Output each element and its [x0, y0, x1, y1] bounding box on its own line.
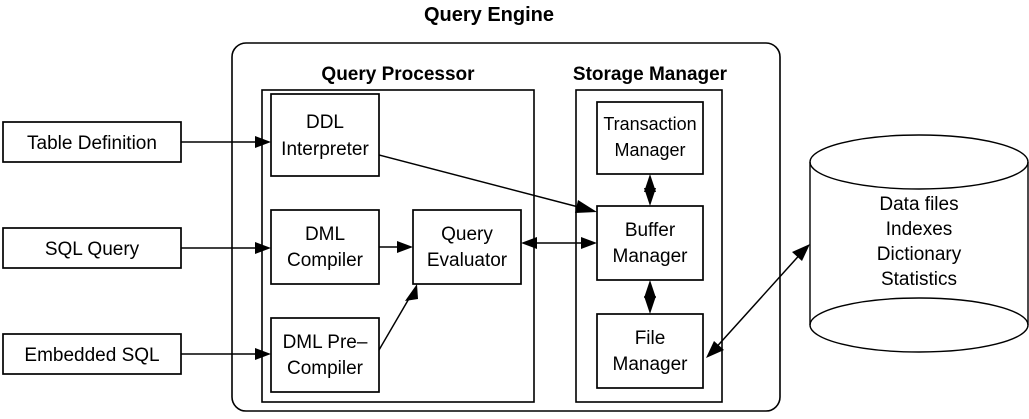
connector-table-definition-to-ddl: [181, 136, 271, 148]
node-label-file-manager-line1: File: [635, 328, 666, 349]
diagram-title: Query Engine: [424, 4, 554, 26]
section-header-query-processor: Query Processor: [321, 64, 475, 85]
section-header-storage-manager: Storage Manager: [573, 64, 728, 85]
node-label-ddl-interpreter-line1: DDL: [306, 112, 344, 133]
connector-sql-query-to-dml-compiler: [181, 242, 271, 254]
node-ddl-interpreter[interactable]: [270, 93, 380, 177]
input-box-embedded-sql[interactable]: [2, 333, 182, 375]
connector-transaction-manager-buffer-manager: [644, 174, 656, 206]
query-engine-container: [231, 42, 781, 412]
node-label-dml-pre-compiler-line1: DML Pre–: [283, 332, 368, 353]
node-label-file-manager-line2: Manager: [613, 354, 689, 375]
storage-line-2: Indexes: [886, 219, 953, 240]
node-label-transaction-manager-line2: Manager: [614, 140, 685, 160]
node-buffer-manager[interactable]: [596, 205, 704, 281]
node-label-dml-pre-compiler-line2: Compiler: [287, 358, 364, 379]
node-label-dml-compiler-line2: Compiler: [287, 250, 364, 271]
connector-dml-pre-compiler-to-query-evaluator: [378, 284, 418, 351]
node-label-buffer-manager-line1: Buffer: [625, 220, 676, 241]
node-dml-pre-compiler[interactable]: [270, 317, 380, 393]
storage-line-4: Statistics: [881, 269, 957, 290]
node-dml-compiler[interactable]: [270, 209, 380, 285]
storage-cylinder-top: [809, 134, 1029, 190]
connector-ddl-to-buffer-manager: [378, 154, 597, 213]
connector-embedded-sql-to-dml-pre-compiler: [181, 348, 271, 360]
connector-dml-compiler-to-query-evaluator: [379, 241, 413, 253]
connector-buffer-manager-file-manager: [644, 280, 656, 314]
input-label-sql-query: SQL Query: [45, 239, 140, 260]
storage-line-1: Data files: [879, 194, 958, 215]
node-label-ddl-interpreter-line2: Interpreter: [281, 139, 369, 160]
input-label-embedded-sql: Embedded SQL: [24, 345, 159, 366]
node-label-query-evaluator-line1: Query: [441, 224, 493, 245]
node-label-buffer-manager-line2: Manager: [613, 246, 689, 267]
storage-cylinder-bottom-arc: [809, 297, 1029, 326]
node-label-dml-compiler-line1: DML: [305, 224, 345, 245]
node-transaction-manager[interactable]: [596, 101, 704, 175]
node-label-query-evaluator-line2: Evaluator: [427, 250, 508, 271]
node-file-manager[interactable]: [596, 313, 704, 389]
storage-cylinder-body: [809, 162, 1029, 353]
input-box-table-definition[interactable]: [2, 121, 182, 163]
input-box-sql-query[interactable]: [2, 227, 182, 269]
node-label-transaction-manager-line1: Transaction: [603, 114, 696, 134]
input-label-table-definition: Table Definition: [27, 133, 157, 154]
storage-line-3: Dictionary: [877, 244, 962, 265]
connector-file-manager-storage: [706, 244, 810, 358]
connector-query-evaluator-buffer-manager: [521, 237, 597, 249]
storage-manager-frame: [575, 89, 723, 403]
node-query-evaluator[interactable]: [412, 209, 522, 285]
